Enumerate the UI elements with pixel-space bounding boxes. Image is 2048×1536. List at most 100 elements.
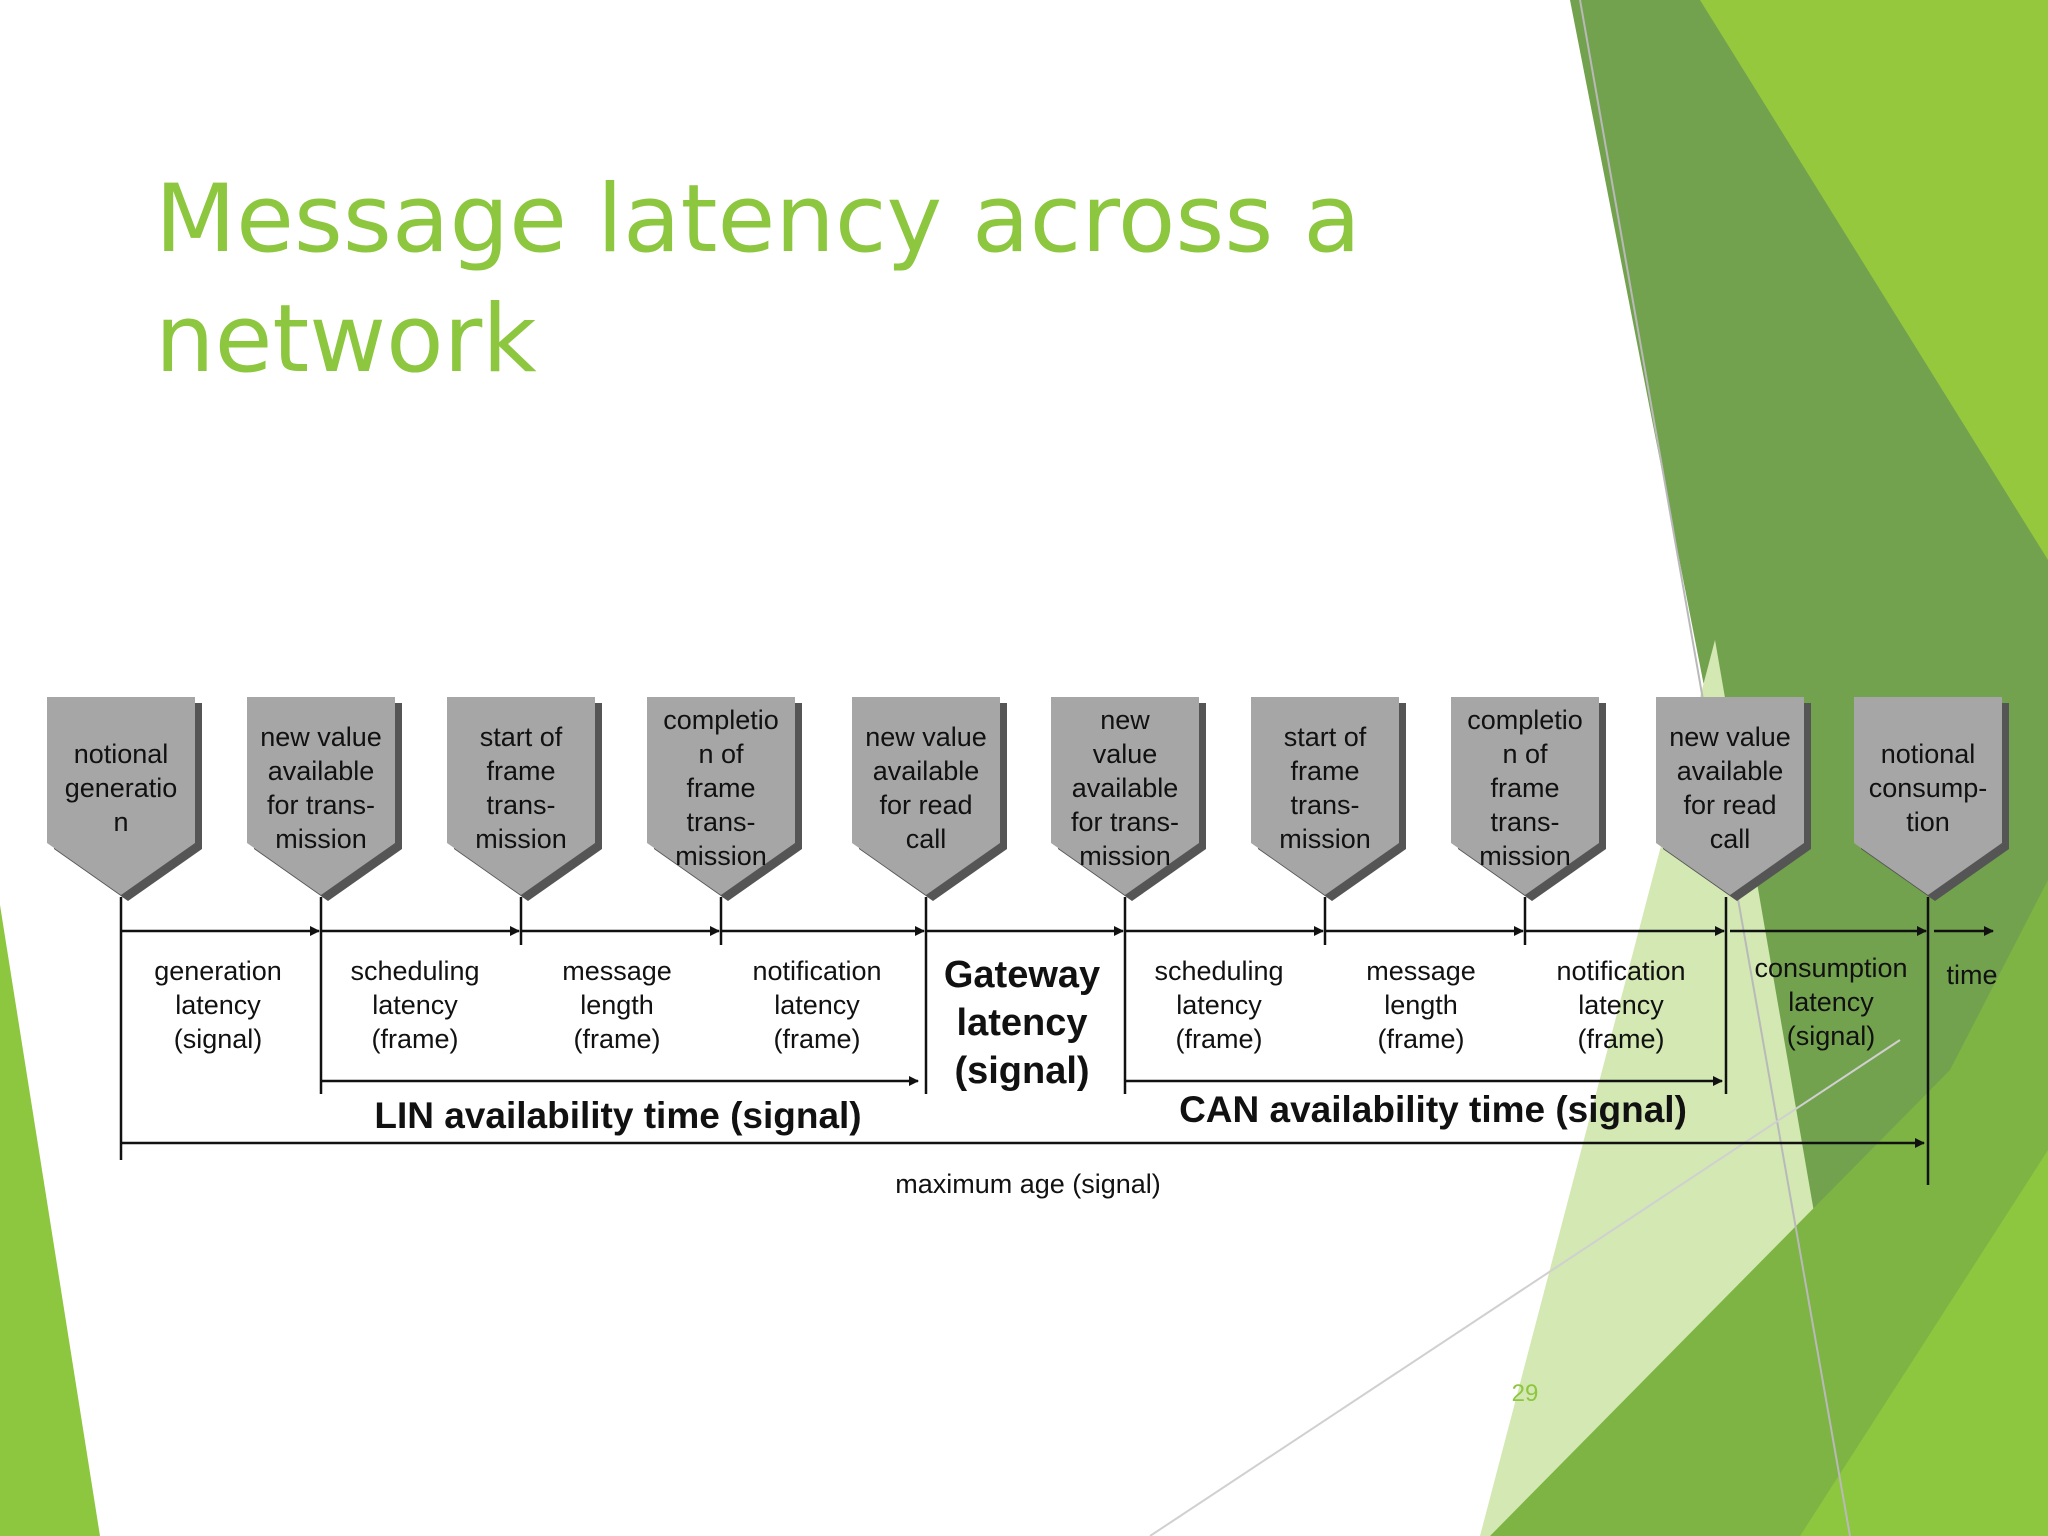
event-label-line: n of bbox=[698, 739, 744, 769]
event-marker-start-of-frame-transmission-can: start of frame trans-mission bbox=[1251, 697, 1406, 901]
event-marker-notional-generation: notional generatio n bbox=[47, 697, 202, 901]
interval-label-consumption-latency: (signal) bbox=[1787, 1021, 1876, 1051]
event-marker-new-value-available-for-transmission-lin: new value available for trans-mission bbox=[247, 697, 402, 901]
can-availability-label: CAN availability time (signal) bbox=[1179, 1089, 1687, 1130]
maximum-age-label: maximum age (signal) bbox=[895, 1169, 1161, 1199]
event-marker-shape bbox=[1051, 697, 1199, 895]
interval-label-scheduling-latency-can: scheduling bbox=[1154, 956, 1283, 986]
event-marker-shape bbox=[247, 697, 395, 895]
event-marker-shape bbox=[1854, 697, 2002, 895]
interval-label-notification-latency-can: (frame) bbox=[1578, 1024, 1665, 1054]
event-label-line: for read bbox=[1683, 790, 1776, 820]
event-marker-shape bbox=[852, 697, 1000, 895]
event-marker-completion-of-frame-transmission-lin: completio n of frame trans-mission bbox=[647, 697, 802, 901]
event-label-line: frame bbox=[1290, 756, 1359, 786]
interval-label-scheduling-latency-lin: (frame) bbox=[372, 1024, 459, 1054]
event-label-line: available bbox=[1072, 773, 1179, 803]
event-label-line: n bbox=[113, 807, 128, 837]
interval-label-generation-latency: latency bbox=[175, 990, 261, 1020]
event-label-line: new value bbox=[1669, 722, 1791, 752]
event-label-line: trans- bbox=[486, 790, 555, 820]
interval-label-notification-latency-can: notification bbox=[1556, 956, 1685, 986]
event-label-line: call bbox=[906, 824, 947, 854]
event-label-line: start of bbox=[1284, 722, 1367, 752]
event-label-line: frame bbox=[686, 773, 755, 803]
event-label-line: generatio bbox=[65, 773, 178, 803]
event-label-line: mission bbox=[1079, 841, 1171, 871]
event-label-line: trans- bbox=[686, 807, 755, 837]
deco-bright-wedge bbox=[1800, 1150, 2048, 1536]
event-label-line: mission bbox=[475, 824, 567, 854]
event-label-line: for trans- bbox=[1071, 807, 1179, 837]
page-number: 29 bbox=[1511, 1380, 1539, 1407]
interval-label-notification-latency-can: latency bbox=[1578, 990, 1664, 1020]
event-label-line: trans- bbox=[1290, 790, 1359, 820]
event-label-line: call bbox=[1710, 824, 1751, 854]
time-label: time bbox=[1946, 960, 1997, 990]
interval-label-message-length-lin: length bbox=[580, 990, 654, 1020]
interval-label-message-length-can: message bbox=[1366, 956, 1476, 986]
event-marker-new-value-available-for-read-call-can: new value available for read call bbox=[1656, 697, 1811, 901]
event-label-line: available bbox=[873, 756, 980, 786]
interval-label-scheduling-latency-can: (frame) bbox=[1176, 1024, 1263, 1054]
event-marker-new-value-available-for-transmission-can: new value available for trans-mission bbox=[1051, 697, 1206, 901]
event-label-line: new value bbox=[865, 722, 987, 752]
event-label-line: for trans- bbox=[267, 790, 375, 820]
interval-label-gateway-latency: Gateway bbox=[944, 954, 1100, 996]
event-label-line: frame bbox=[486, 756, 555, 786]
interval-label-message-length-lin: (frame) bbox=[574, 1024, 661, 1054]
deco-right-light-band bbox=[1700, 0, 2048, 560]
interval-label-message-length-can: length bbox=[1384, 990, 1458, 1020]
slide-title: Message latency across a network bbox=[155, 160, 1405, 400]
event-label-line: tion bbox=[1906, 807, 1950, 837]
event-label-line: mission bbox=[1279, 824, 1371, 854]
interval-label-message-length-lin: message bbox=[562, 956, 672, 986]
event-label-line: available bbox=[1677, 756, 1784, 786]
interval-label-notification-latency-lin: notification bbox=[752, 956, 881, 986]
event-marker-completion-of-frame-transmission-can: completio n of frame trans-mission bbox=[1451, 697, 1606, 901]
event-marker-shape bbox=[1251, 697, 1399, 895]
event-label-line: for read bbox=[879, 790, 972, 820]
event-marker-new-value-available-for-read-call-lin: new value available for read call bbox=[852, 697, 1007, 901]
event-marker-shape bbox=[447, 697, 595, 895]
interval-label-notification-latency-lin: (frame) bbox=[774, 1024, 861, 1054]
event-label-line: frame bbox=[1490, 773, 1559, 803]
event-label-line: new value bbox=[260, 722, 382, 752]
event-marker-notional-consumption: notional consump-tion bbox=[1854, 697, 2009, 901]
interval-label-consumption-latency: latency bbox=[1788, 987, 1874, 1017]
deco-left-green-sliver bbox=[0, 905, 100, 1536]
interval-label-scheduling-latency-can: latency bbox=[1176, 990, 1262, 1020]
interval-label-gateway-latency: latency bbox=[957, 1002, 1088, 1044]
lin-availability-label: LIN availability time (signal) bbox=[374, 1095, 861, 1136]
event-label-line: notional bbox=[74, 739, 169, 769]
event-marker-shape bbox=[1656, 697, 1804, 895]
event-marker-shape bbox=[1451, 697, 1599, 895]
event-label-line: available bbox=[268, 756, 375, 786]
event-label-line: value bbox=[1093, 739, 1158, 769]
event-label-line: trans- bbox=[1490, 807, 1559, 837]
deco-thin-line-2 bbox=[1149, 1039, 1901, 1536]
event-label-line: start of bbox=[480, 722, 563, 752]
event-marker-start-of-frame-transmission-lin: start of frame trans-mission bbox=[447, 697, 602, 901]
interval-label-scheduling-latency-lin: scheduling bbox=[350, 956, 479, 986]
event-label-line: new bbox=[1100, 705, 1150, 735]
interval-label-generation-latency: generation bbox=[154, 956, 282, 986]
slide-title-line-2: network bbox=[155, 285, 537, 394]
interval-label-gateway-latency: (signal) bbox=[954, 1050, 1089, 1092]
slide-title-line-1: Message latency across a bbox=[155, 165, 1361, 274]
event-label-line: completio bbox=[663, 705, 779, 735]
event-marker-shape bbox=[47, 697, 195, 895]
interval-label-notification-latency-lin: latency bbox=[774, 990, 860, 1020]
event-label-line: n of bbox=[1502, 739, 1548, 769]
event-label-line: mission bbox=[275, 824, 367, 854]
event-label-line: notional bbox=[1881, 739, 1976, 769]
event-label-line: completio bbox=[1467, 705, 1583, 735]
interval-label-consumption-latency: consumption bbox=[1754, 953, 1907, 983]
event-label-line: mission bbox=[1479, 841, 1571, 871]
interval-label-generation-latency: (signal) bbox=[174, 1024, 263, 1054]
event-marker-shape bbox=[647, 697, 795, 895]
event-label-line: consump- bbox=[1869, 773, 1988, 803]
event-label-line: mission bbox=[675, 841, 767, 871]
